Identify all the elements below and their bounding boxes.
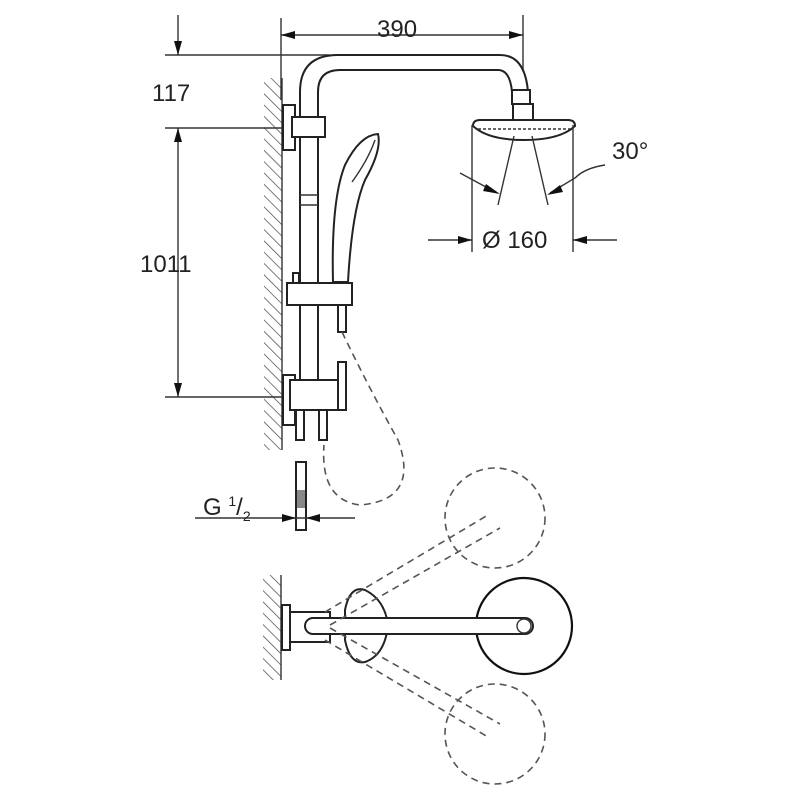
spray-angle-label: 30°	[612, 138, 649, 165]
connection-numerator: 1	[228, 493, 237, 509]
plan-view	[263, 467, 574, 785]
wall-elevation	[264, 78, 283, 450]
shower-hose	[322, 331, 405, 506]
fraction-slash: /	[236, 494, 243, 521]
wall-brackets	[282, 104, 353, 441]
top-offset-label: 117	[152, 80, 191, 107]
dimension-390	[280, 15, 524, 100]
connection-denominator: 2	[242, 507, 251, 524]
connection-label: G 1/2	[203, 494, 251, 523]
head-diameter-label: Ø 160	[482, 227, 548, 254]
rail-height-label: 1011	[140, 251, 192, 278]
dimension-vertical	[165, 15, 330, 398]
head-shower	[428, 89, 617, 252]
arm-length-label: 390	[377, 16, 418, 43]
hand-shower	[331, 132, 380, 283]
connection-prefix: G	[203, 494, 229, 521]
connection-dimension	[195, 461, 355, 531]
